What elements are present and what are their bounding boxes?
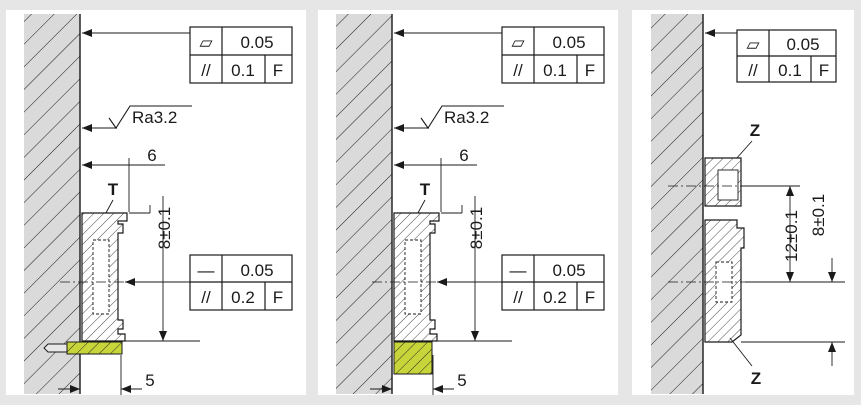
dim-5: 5 xyxy=(457,371,466,390)
dim-8: 8±0.1 xyxy=(467,207,486,249)
datum-letter: F xyxy=(273,61,283,80)
parallel2-symbol: // xyxy=(513,288,523,307)
label-t: T xyxy=(108,180,119,199)
panel-1-tolerance-frame-bottom: — 0.05 // 0.2 F xyxy=(189,254,293,311)
dim-6: 6 xyxy=(147,146,156,165)
parallel-value: 0.1 xyxy=(231,61,255,80)
flatness-value: 0.05 xyxy=(786,35,819,54)
panel-2-roughness-symbol: Ra3.2 xyxy=(394,105,504,132)
parallel-value: 0.1 xyxy=(543,61,567,80)
panel-3-upper-part xyxy=(704,157,742,207)
roughness-label: Ra3.2 xyxy=(132,108,177,127)
panel-1-pin xyxy=(43,341,123,355)
panel-2-tolerance-frame-top: ▱ 0.05 // 0.1 F xyxy=(501,26,605,84)
flatness-symbol: ▱ xyxy=(511,33,525,52)
panel-2: ▱ 0.05 // 0.1 F Ra3.2 6 T 8±0.1 xyxy=(318,10,618,395)
straightness-symbol: — xyxy=(510,261,527,280)
datum2-letter: F xyxy=(273,288,283,307)
straightness-symbol: — xyxy=(198,261,215,280)
label-z-top: Z xyxy=(750,121,760,140)
datum-letter: F xyxy=(585,61,595,80)
panel-2-t-profile xyxy=(393,212,440,342)
dim-6: 6 xyxy=(459,146,468,165)
parallel-symbol: // xyxy=(201,61,211,80)
flatness-value: 0.05 xyxy=(240,33,273,52)
flatness-symbol: ▱ xyxy=(746,35,760,54)
datum2-letter: F xyxy=(585,288,595,307)
straightness-value: 0.05 xyxy=(240,261,273,280)
parallel2-value: 0.2 xyxy=(231,288,255,307)
panel-1-wall xyxy=(24,14,80,394)
parallel-value: 0.1 xyxy=(778,61,802,80)
panel-3-tolerance-frame: ▱ 0.05 // 0.1 F xyxy=(736,29,837,83)
parallel-symbol: // xyxy=(513,61,523,80)
panel-3: ▱ 0.05 // 0.1 F Z 12±0.1 8±0.1 Z xyxy=(632,10,854,395)
panel-2-tolerance-frame-bottom: — 0.05 // 0.2 F xyxy=(501,254,605,311)
dim-5: 5 xyxy=(145,371,154,390)
panel-3-wall xyxy=(651,14,703,394)
label-z-bottom: Z xyxy=(751,369,761,388)
label-t: T xyxy=(420,180,431,199)
parallel2-symbol: // xyxy=(201,288,211,307)
flatness-value: 0.05 xyxy=(552,33,585,52)
dim-12: 12±0.1 xyxy=(782,210,801,262)
panel-1-t-profile xyxy=(81,212,128,342)
parallel-symbol: // xyxy=(748,61,758,80)
straightness-value: 0.05 xyxy=(552,261,585,280)
panel-1: ▱ 0.05 // 0.1 F Ra3.2 6 T 8±0.1 xyxy=(6,10,306,395)
panel-2-spacer-block xyxy=(393,341,433,375)
roughness-label: Ra3.2 xyxy=(444,108,489,127)
flatness-symbol: ▱ xyxy=(199,33,213,52)
dim-8: 8±0.1 xyxy=(155,207,174,249)
panel-2-wall xyxy=(336,14,392,394)
panel-1-roughness-symbol: Ra3.2 xyxy=(82,105,192,132)
parallel2-value: 0.2 xyxy=(543,288,567,307)
datum-letter: F xyxy=(819,61,829,80)
panel-1-tolerance-frame-top: ▱ 0.05 // 0.1 F xyxy=(189,26,293,84)
dim-8: 8±0.1 xyxy=(809,194,828,236)
panel-3-lower-part xyxy=(704,219,745,343)
